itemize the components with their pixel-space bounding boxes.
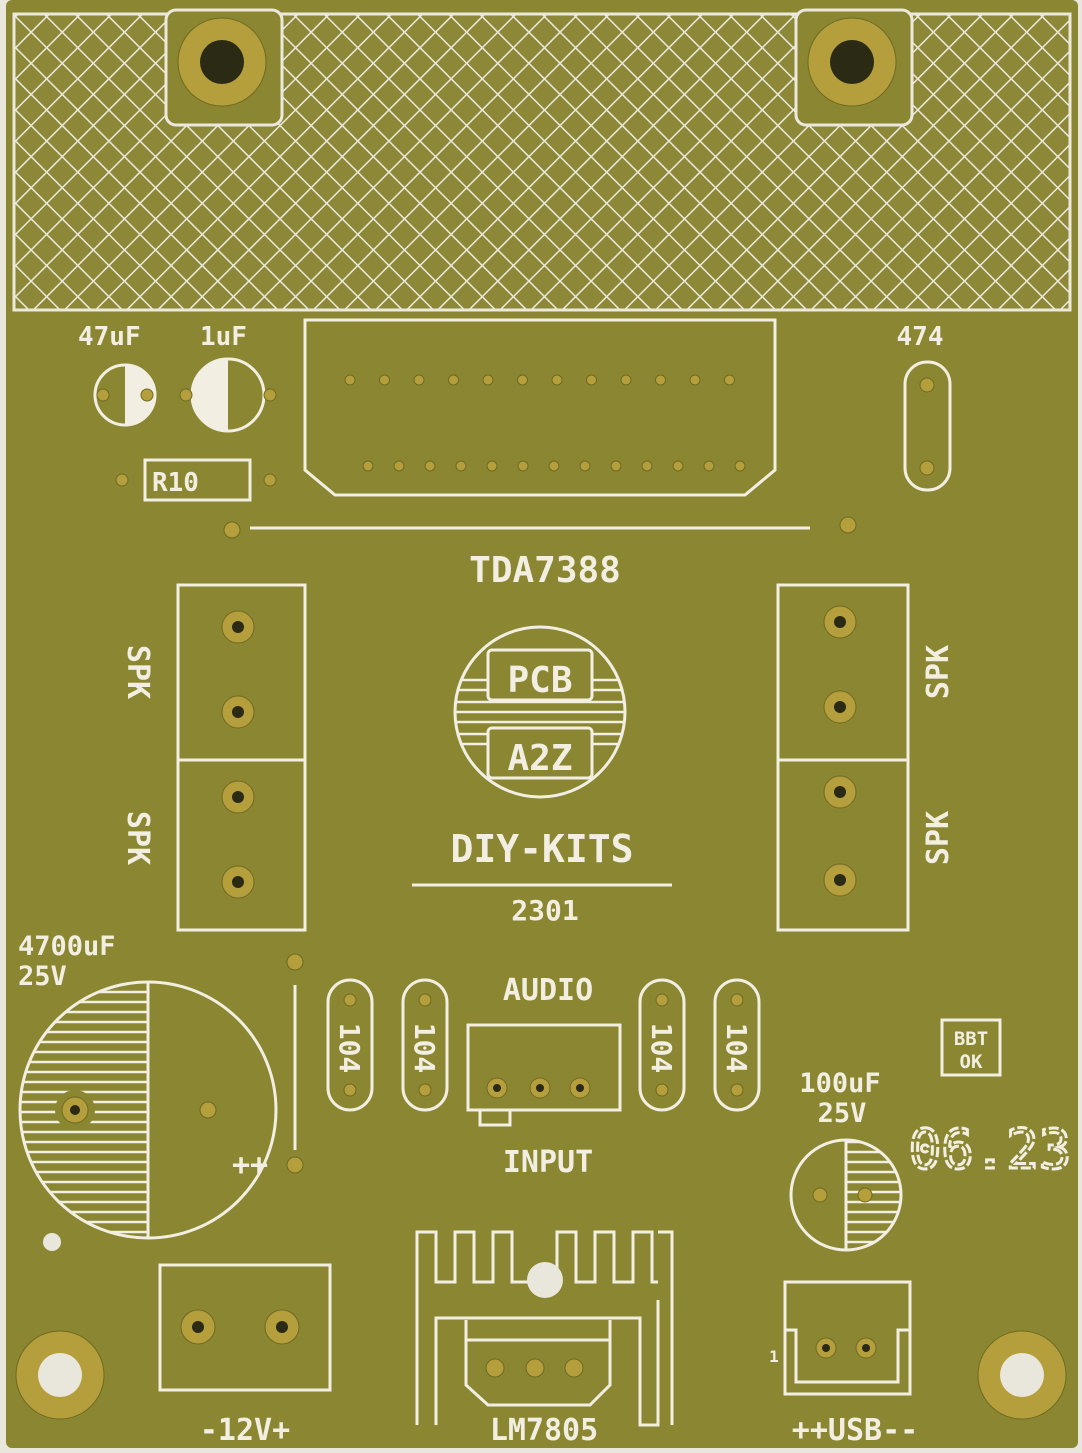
regulator-label: LM7805	[490, 1413, 598, 1448]
ic-pin	[724, 374, 735, 386]
capacitor-104: 104	[638, 978, 686, 1112]
cap-100uf-voltage: 25V	[818, 1098, 867, 1129]
ic-footprint-tda7388	[303, 318, 777, 497]
ic-pin	[579, 460, 591, 472]
capacitor-47uf: 47uF	[78, 322, 157, 427]
ic-label: TDA7388	[469, 550, 621, 591]
ic-pin	[517, 374, 528, 386]
mounting-hole	[977, 1330, 1067, 1420]
cap-104-label: 104	[408, 1023, 441, 1074]
cap-4700uf-voltage: 25V	[18, 961, 67, 992]
ic-pin	[672, 460, 684, 472]
ic-pin	[455, 460, 467, 472]
ic-pin	[610, 460, 622, 472]
spk-label: SPK	[921, 811, 956, 865]
cap-4700uf-value: 4700uF	[18, 931, 116, 962]
cap-1uf-label: 1uF	[200, 322, 247, 352]
cap-104-label: 104	[645, 1023, 678, 1074]
ic-pin	[620, 374, 632, 386]
ic-pin	[486, 460, 498, 472]
ic-pin	[703, 460, 715, 472]
regulator-lm7805: LM7805	[415, 1230, 674, 1448]
ic-pin	[482, 374, 494, 386]
capacitors-104: 104 104 104 104	[326, 978, 761, 1112]
pin-1-marker: 1	[769, 1347, 779, 1366]
spk-label: SPK	[120, 811, 155, 865]
ic-pin	[548, 460, 560, 472]
cap-polarity: ++	[232, 1148, 268, 1183]
ic-pin	[586, 374, 597, 386]
cap-104-label: 104	[333, 1023, 366, 1074]
audio-input-connector: AUDIO INPUT	[466, 973, 622, 1180]
cap-474-label: 474	[897, 322, 944, 352]
speaker-terminals-right: SPK SPK	[776, 583, 956, 932]
ic-pin	[413, 374, 425, 386]
capacitor-474: 474	[897, 322, 952, 492]
logo-text-bottom: A2Z	[507, 738, 572, 779]
ic-pin	[448, 374, 459, 386]
mounting-hole	[807, 17, 897, 107]
bbt-ok-stamp: BBT OK	[940, 1018, 1002, 1077]
ic-pin	[655, 374, 666, 386]
board-code: 2301	[511, 894, 578, 927]
cap-104-label: 104	[720, 1023, 753, 1074]
input-label: INPUT	[503, 1145, 593, 1180]
logo-text-top: PCB	[507, 660, 572, 701]
mounting-hole	[15, 1330, 105, 1420]
capacitor-104: 104	[326, 978, 374, 1112]
capacitor-4700uf: 4700uF 25V ++	[18, 931, 304, 1251]
resistor-label: R10	[152, 468, 199, 498]
ic-pin	[641, 460, 653, 472]
usb-power-connector: 1 ++USB--	[769, 1280, 918, 1448]
capacitor-104: 104	[713, 978, 761, 1112]
capacitor-100uf: 100uF 25V	[789, 1068, 903, 1252]
ic-pin	[344, 374, 356, 386]
pcb-a2z-logo: PCB A2Z	[453, 625, 627, 799]
resistor-r10: R10	[115, 458, 277, 502]
date-code: 06.23	[909, 1118, 1072, 1181]
ic-pin	[689, 374, 701, 386]
spk-label: SPK	[120, 645, 155, 699]
capacitor-104: 104	[401, 978, 449, 1112]
hatched-ground-plane	[12, 8, 1072, 312]
brand-text: DIY-KITS	[450, 827, 633, 871]
ic-pin	[379, 374, 390, 386]
power-label: -12V+	[200, 1413, 290, 1448]
ok-text: OK	[960, 1051, 983, 1073]
ic-pin	[734, 460, 746, 472]
bbt-text: BBT	[954, 1028, 988, 1050]
ic-pin	[362, 460, 374, 472]
usb-label: ++USB--	[792, 1413, 918, 1448]
audio-label: AUDIO	[503, 973, 593, 1008]
capacitor-1uf: 1uF	[179, 322, 277, 433]
cap-100uf-value: 100uF	[799, 1068, 880, 1099]
ic-pin	[551, 374, 563, 386]
ic-pin	[517, 460, 529, 472]
power-terminal-12v: -12V+	[158, 1263, 332, 1448]
ic-pin	[424, 460, 436, 472]
speaker-terminals-left: SPK SPK	[120, 583, 307, 932]
mounting-hole	[177, 17, 267, 107]
spk-label: SPK	[921, 645, 956, 699]
ic-pin	[393, 460, 405, 472]
cap-47uf-label: 47uF	[78, 322, 141, 352]
